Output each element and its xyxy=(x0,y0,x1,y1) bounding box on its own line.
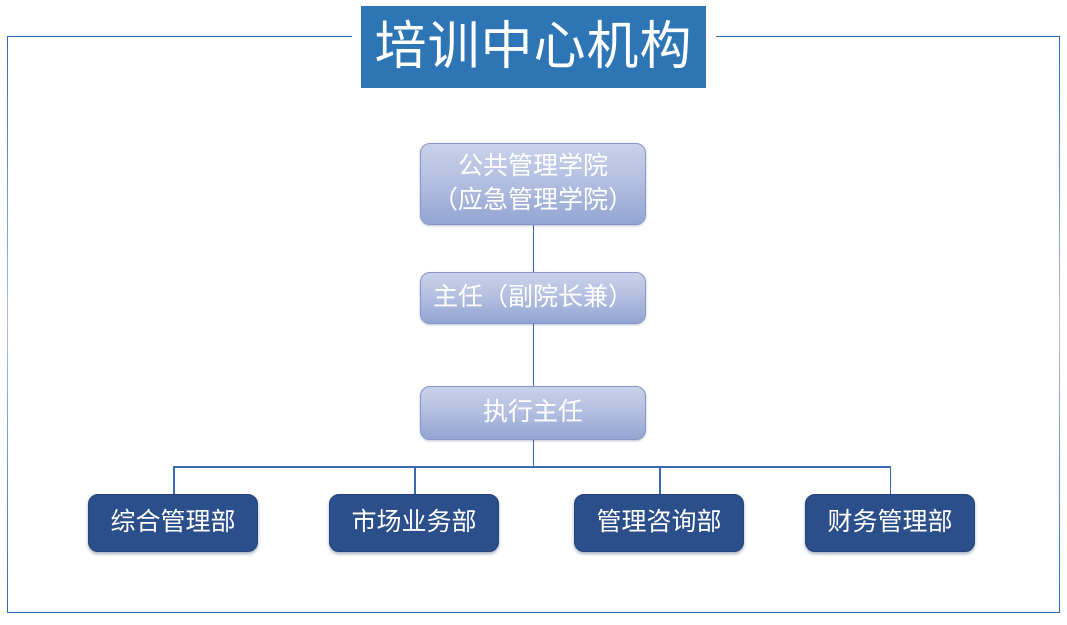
connector-college-to-director xyxy=(532,225,534,272)
node-dept-management-consulting-label: 管理咨询部 xyxy=(596,509,722,536)
node-college[interactable]: 公共管理学院 （应急管理学院） xyxy=(420,143,646,225)
node-director[interactable]: 主任（副院长兼） xyxy=(420,272,646,324)
connector-executive-stem xyxy=(532,440,534,466)
connector-director-to-executive xyxy=(532,324,534,386)
connector-drop-dept-3 xyxy=(659,466,661,494)
node-executive-director[interactable]: 执行主任 xyxy=(420,386,646,440)
title-banner: 培训中心机构 xyxy=(361,6,706,88)
node-dept-management-consulting[interactable]: 管理咨询部 xyxy=(574,494,744,552)
node-director-label: 主任（副院长兼） xyxy=(432,284,633,312)
node-dept-financial-management[interactable]: 财务管理部 xyxy=(805,494,975,552)
node-executive-director-label: 执行主任 xyxy=(482,399,583,427)
node-dept-general-management[interactable]: 综合管理部 xyxy=(88,494,258,552)
connector-drop-dept-2 xyxy=(414,466,416,494)
connector-drop-dept-1 xyxy=(173,466,175,494)
node-college-line-1: 公共管理学院 xyxy=(457,153,608,181)
node-college-line-2: （应急管理学院） xyxy=(432,187,633,214)
page-title: 培训中心机构 xyxy=(374,17,693,77)
node-dept-market-business[interactable]: 市场业务部 xyxy=(329,494,499,552)
connector-distribution-bar xyxy=(173,466,891,468)
connector-drop-dept-4 xyxy=(889,466,891,494)
node-dept-financial-management-label: 财务管理部 xyxy=(827,509,953,536)
node-dept-market-business-label: 市场业务部 xyxy=(351,509,477,536)
node-dept-general-management-label: 综合管理部 xyxy=(110,509,236,536)
